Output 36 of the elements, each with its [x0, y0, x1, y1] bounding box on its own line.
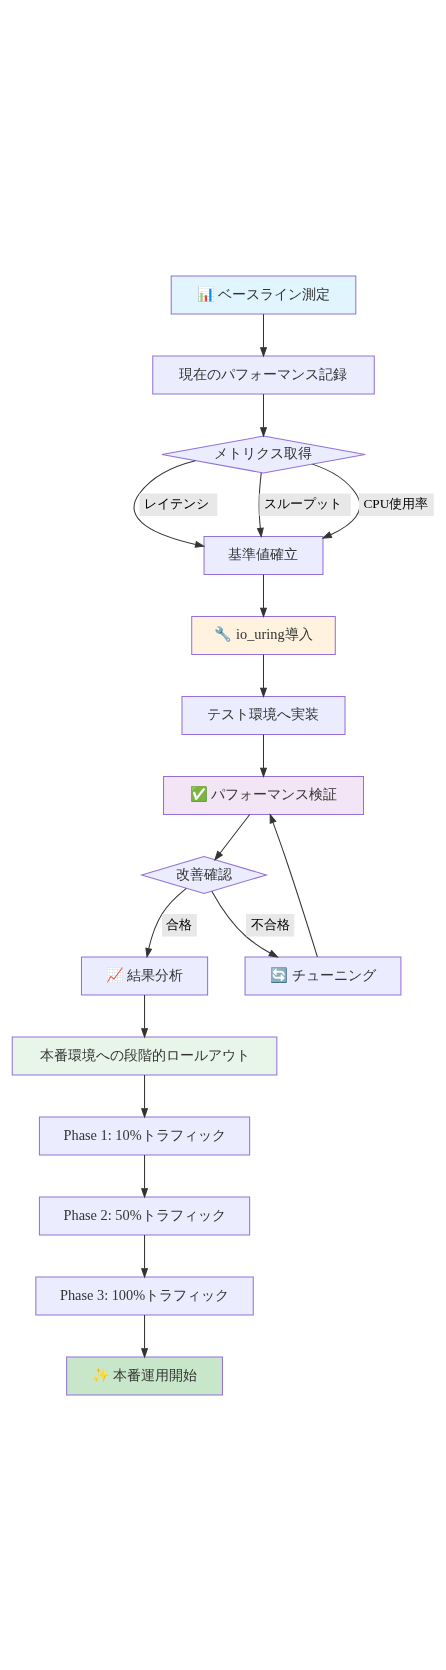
node-box: ✨ 本番運用開始	[66, 1355, 223, 1395]
arrow	[259, 393, 268, 437]
node-box: ✅ パフォーマンス検証	[163, 775, 364, 815]
arrow	[214, 813, 251, 861]
node-box: 基準値確立	[203, 535, 324, 575]
edge-label: 不合格	[250, 916, 290, 932]
arrow	[256, 471, 264, 538]
node-box: 本番環境への段階的ロールアウト	[11, 1036, 278, 1075]
edge-label: レイテンシ	[143, 495, 209, 511]
node-box: 📈 結果分析	[80, 956, 209, 995]
arrow	[140, 1234, 149, 1278]
arrow	[140, 1074, 149, 1118]
node-box: Phase 3: 100%トラフィック	[35, 1275, 254, 1315]
arrow	[259, 573, 268, 618]
node-diamond: メトリクス取得	[161, 435, 366, 473]
arrow	[269, 812, 318, 957]
arrow	[259, 733, 268, 778]
node-box: テスト環境へ実装	[181, 695, 346, 735]
arrow	[140, 1154, 149, 1198]
arrow	[145, 887, 187, 958]
arrow	[140, 1314, 149, 1358]
edge-label: 合格	[166, 916, 193, 932]
node-box: 📊 ベースライン測定	[170, 275, 357, 315]
arrow	[259, 653, 268, 698]
node-diamond: 改善確認	[139, 855, 269, 894]
arrow	[211, 890, 279, 958]
node-box: Phase 2: 50%トラフィック	[38, 1195, 251, 1235]
edge-label: スループット	[264, 495, 343, 511]
arrow	[140, 994, 149, 1039]
arrow	[133, 459, 206, 548]
node-box: 🔧 io_uring導入	[191, 615, 336, 655]
arrow	[259, 313, 268, 358]
node-box: 🔄 チューニング	[244, 956, 402, 995]
edge-label: CPU使用率	[363, 495, 429, 511]
node-box: 現在のパフォーマンス記録	[152, 355, 375, 395]
node-box: Phase 1: 10%トラフィック	[38, 1115, 251, 1155]
